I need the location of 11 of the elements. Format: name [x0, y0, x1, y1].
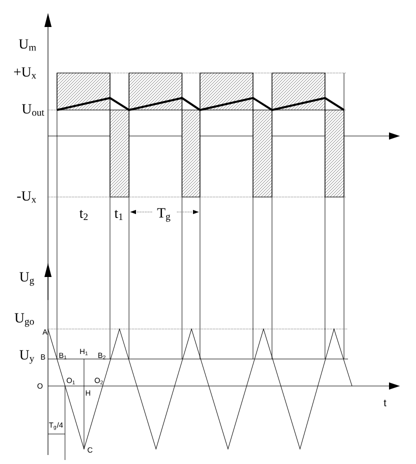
- axis-label: U$_{g}$: [20, 272, 34, 286]
- interval-label: t$_{1}$: [114, 210, 123, 220]
- level-label: U$_{out}$: [22, 104, 44, 116]
- axis-label: U$_{m}$: [18, 39, 36, 51]
- level-label: U$_{go}$: [14, 313, 34, 327]
- level-label: -U$_{x}$: [17, 191, 36, 203]
- level-label: +U$_{x}$: [14, 67, 36, 79]
- interval-label: t$_{2}$: [80, 210, 88, 220]
- axis-label: t: [384, 400, 386, 406]
- level-label: U$_{y}$: [20, 350, 34, 364]
- interval-label: T$_{g}$: [157, 208, 170, 222]
